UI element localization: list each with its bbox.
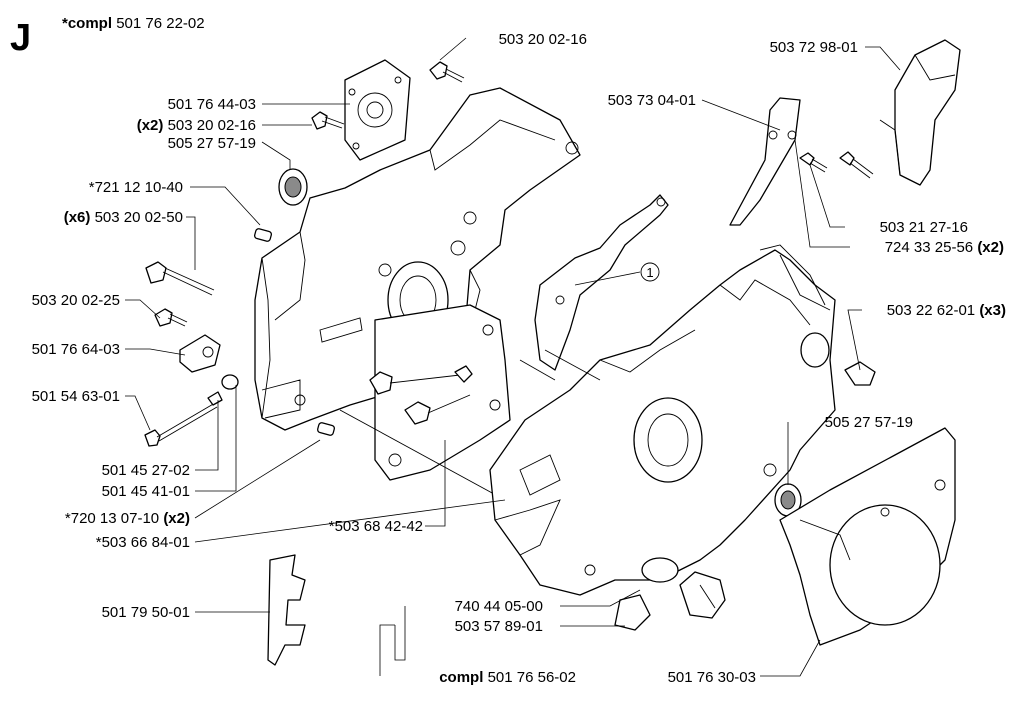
label-501-54-63-01: 501 54 63-01 xyxy=(32,388,120,405)
label-501-76-56-02: compl 501 76 56-02 xyxy=(439,669,576,686)
callout-1-number: 1 xyxy=(646,265,653,280)
label-501-45-27-02: 501 45 27-02 xyxy=(102,462,190,479)
label-503-20-02-50: (x6) 503 20 02-50 xyxy=(64,209,183,226)
short-screw-drawing xyxy=(154,308,188,327)
label-501-76-44-03: 501 76 44-03 xyxy=(168,96,256,113)
bolts-pair-drawing xyxy=(369,365,473,425)
label-501-45-41-01: 501 45 41-01 xyxy=(102,483,190,500)
label-505-27-57-19-right: 505 27 57-19 xyxy=(825,414,913,431)
label-501-76-64-03: 501 76 64-03 xyxy=(32,341,120,358)
rod-drawing xyxy=(339,409,506,501)
callout-1: 1 xyxy=(640,262,660,282)
label-505-27-57-19-left: 505 27 57-19 xyxy=(168,135,256,152)
part-labels: 503 20 02-16 503 72 98-01 503 73 04-01 5… xyxy=(32,31,1006,686)
kit-number: 501 76 22-02 xyxy=(116,15,204,32)
cap-assembly-drawing xyxy=(614,557,726,631)
label-503-57-89-01: 503 57 89-01 xyxy=(455,618,543,635)
leader-lines xyxy=(125,37,901,677)
screws-x2-drawing xyxy=(311,111,345,130)
chain-guard-drawing xyxy=(729,97,801,226)
kit-prefix: *compl xyxy=(62,15,112,32)
label-503-73-04-01: 503 73 04-01 xyxy=(608,92,696,109)
label-721-12-10-40: *721 12 10-40 xyxy=(89,179,183,196)
label-503-22-62-01: 503 22 62-01 (x3) xyxy=(887,302,1006,319)
seal-left-drawing xyxy=(278,168,308,206)
dowel-pins-drawing xyxy=(254,228,335,436)
label-501-76-30-03: 501 76 30-03 xyxy=(668,669,756,686)
label-720-13-07-10: *720 13 07-10 (x2) xyxy=(65,510,190,527)
gasket-drawing xyxy=(374,304,511,481)
gasket-callout-drawing xyxy=(534,194,669,371)
crankcase-right-drawing xyxy=(489,244,836,596)
label-503-66-84-01: *503 66 84-01 xyxy=(96,534,190,551)
label-503-72-98-01: 503 72 98-01 xyxy=(770,39,858,56)
screw-top-drawing xyxy=(429,61,465,83)
label-503-21-27-16: 503 21 27-16 xyxy=(880,219,968,236)
label-503-20-02-16-top: 503 20 02-16 xyxy=(499,31,587,48)
kit-header: *compl 501 76 22-02 xyxy=(62,15,205,32)
label-740-44-05-00: 740 44 05-00 xyxy=(455,598,543,615)
label-503-68-42-42: *503 68 42-42 xyxy=(329,518,423,535)
deflector-drawing xyxy=(879,39,961,186)
clip-drawing xyxy=(844,361,876,386)
cover-plate-drawing xyxy=(344,59,411,161)
long-screw-drawing xyxy=(145,261,215,296)
adjuster-block-drawing xyxy=(179,334,221,373)
label-724-33-25-56: 724 33 25-56 (x2) xyxy=(885,239,1004,256)
seal-right-drawing xyxy=(774,483,802,517)
label-503-20-02-16-x2: (x2) 503 20 02-16 xyxy=(137,117,256,134)
label-501-79-50-01: 501 79 50-01 xyxy=(102,604,190,621)
starter-cover-drawing xyxy=(779,427,956,646)
guide-plate-drawing xyxy=(267,554,306,666)
guard-screws-drawing xyxy=(799,151,874,179)
label-503-20-02-25: 503 20 02-25 xyxy=(32,292,120,309)
section-letter: J xyxy=(10,17,31,59)
adjuster-screw-drawing xyxy=(144,374,239,447)
